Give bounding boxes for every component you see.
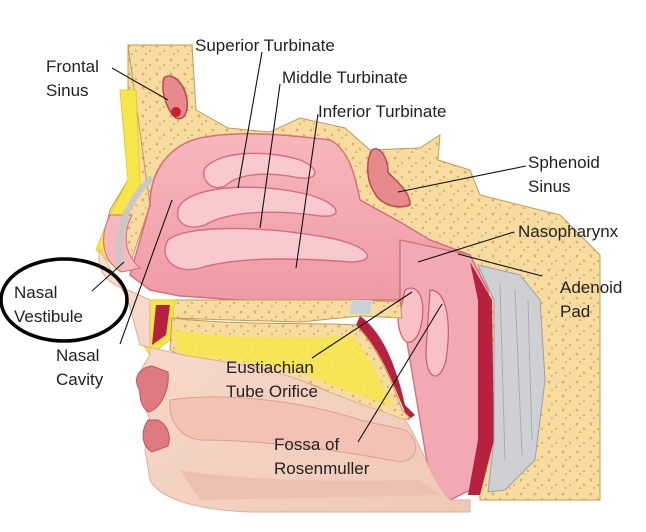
sphenoid-sinus-cavity — [367, 148, 411, 208]
frontal-sinus-cavity — [162, 75, 188, 120]
label-nasal-cavity: Nasal Cavity — [56, 346, 104, 389]
label-nasal-vestibule: Nasal Vestibule — [14, 283, 83, 326]
label-nasopharynx: Nasopharynx — [518, 222, 619, 241]
label-fossa-of-rosenmuller: Fossa of Rosenmuller — [274, 435, 370, 478]
label-sphenoid-sinus: Sphenoid Sinus — [528, 153, 605, 196]
frontal-sinus-fluid — [171, 107, 181, 117]
label-frontal-sinus: Frontal Sinus — [46, 57, 104, 100]
inferior-turbinate-shape — [164, 227, 369, 271]
leader-lines — [91, 51, 543, 443]
leader-superior-turbinate — [237, 51, 263, 189]
leader-nasal-cavity — [119, 199, 173, 345]
leader-frontal-sinus — [111, 67, 169, 101]
middle-turbinate-shape — [177, 186, 337, 228]
nasal-cavity — [103, 133, 473, 303]
labels: Frontal Sinus Superior Turbinate Middle … — [14, 36, 627, 478]
face-skin — [98, 248, 471, 513]
leader-fossa-of-rosenmuller — [357, 303, 443, 443]
label-adenoid-pad: Adenoid Pad — [560, 278, 627, 321]
tongue — [169, 396, 417, 463]
lower-lip — [142, 419, 170, 453]
upper-lip — [136, 365, 169, 413]
leader-inferior-turbinate — [295, 113, 319, 269]
leader-nasal-vestibule — [91, 261, 125, 292]
superior-turbinate-shape — [203, 152, 316, 189]
nasal-vestibule-highlight — [0, 257, 129, 343]
label-superior-turbinate: Superior Turbinate — [195, 36, 335, 55]
label-eustachian-tube-orifice: Eustiachian Tube Orifice — [226, 358, 319, 401]
leader-eustachian-tube — [311, 291, 413, 359]
label-inferior-turbinate: Inferior Turbinate — [318, 102, 447, 121]
leader-middle-turbinate — [259, 83, 281, 229]
label-middle-turbinate: Middle Turbinate — [282, 68, 408, 87]
hard-palate — [148, 299, 403, 323]
pharynx — [397, 239, 546, 501]
leader-sphenoid-sinus — [397, 165, 527, 193]
leader-nasopharynx — [417, 231, 515, 263]
leader-adenoid-pad — [457, 253, 543, 277]
